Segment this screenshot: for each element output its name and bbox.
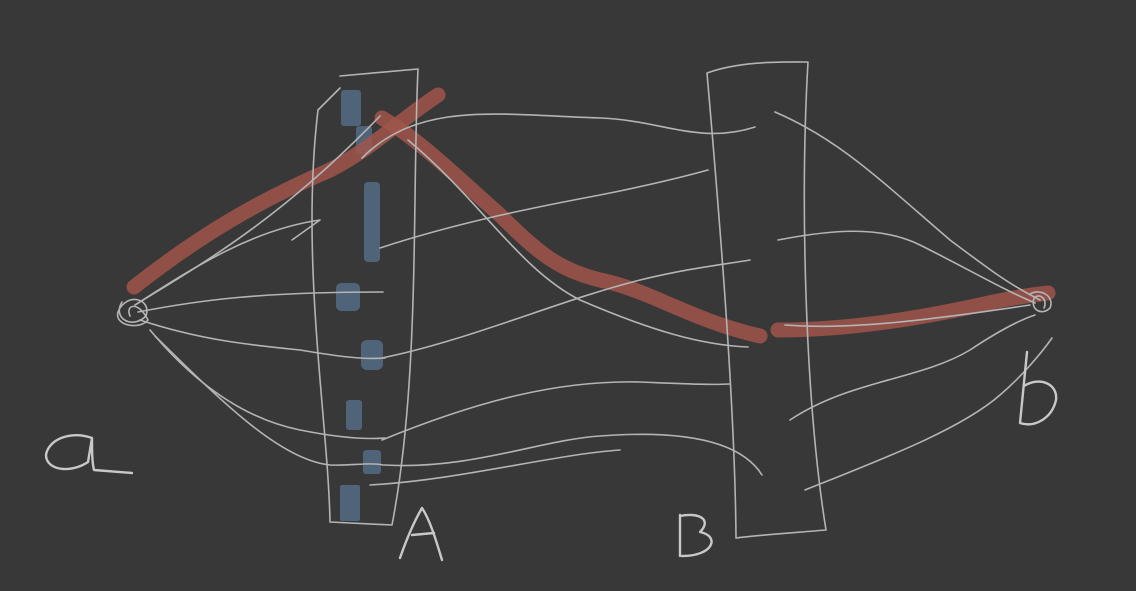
path-line [361,113,756,159]
paths-plate-a-to-plate-b [361,113,763,486]
label-plate-a-text: A [415,543,416,546]
path-line [149,329,386,440]
highlighted-path-segment-3 [770,285,1056,338]
paths-plate-b-to-target [774,111,1053,491]
label-plate-a-glyph [398,506,444,562]
slit-highlight [340,485,360,521]
label-plate-b-glyph [678,513,713,558]
label-b: b [1018,350,1058,426]
slit-highlight [363,450,381,474]
source-point-scribble [117,298,149,327]
path-line [381,259,751,359]
path-line [804,337,1053,491]
slit-highlight [336,283,360,311]
slit-highlight [341,90,361,126]
path-line [379,169,709,249]
slit-highlight [364,182,380,262]
plate-a [311,68,419,526]
paths-source-to-plate-a [134,115,386,466]
path-line [134,219,321,306]
slit-highlight [361,340,383,370]
label-a: a [44,433,134,475]
label-plate-b-text: B [690,539,691,541]
highlighted-path-segment-2 [374,110,768,344]
target-point-scribble [1029,291,1052,313]
source-point-a [117,298,149,327]
label-b-glyph [1018,350,1058,426]
label-plate-a: A [398,506,444,562]
plate-a-outline [311,68,419,526]
plate-b-outline [706,61,827,539]
path-line [381,381,731,441]
path-line [789,314,1036,421]
path-line [137,291,384,313]
path-line [407,139,749,348]
label-a-glyph [44,433,134,475]
path-line [383,433,763,476]
path-line [774,111,1041,301]
plate-b [706,61,827,539]
path-line [369,449,621,486]
slit-highlight [346,400,362,430]
label-b-text: b [1030,409,1031,411]
path-line [154,335,384,466]
path-line [139,319,386,360]
plate-a-slit-highlights [336,90,383,521]
label-plate-b: B [678,513,713,558]
target-point-b [1029,291,1052,313]
path-line [777,230,1036,304]
path-line [784,304,1031,328]
